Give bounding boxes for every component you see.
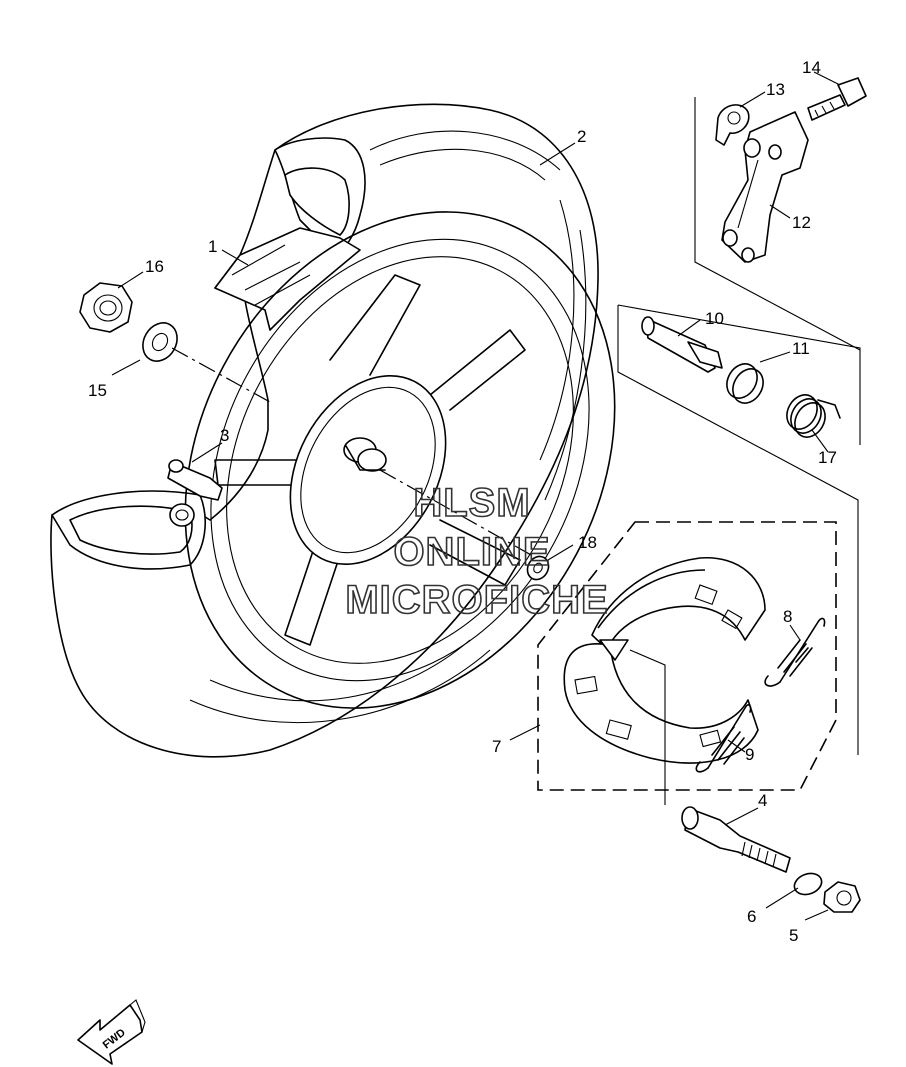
- callout-16: 16: [145, 257, 164, 276]
- axle-nut: [79, 282, 133, 333]
- callout-12: 12: [792, 213, 811, 232]
- torsion-spring: [786, 394, 841, 438]
- watermark: HLSM ONLINE MICROFICHE: [345, 480, 609, 623]
- wheel-assembly: [50, 103, 616, 758]
- lock-washer: [715, 104, 750, 146]
- forward-direction-arrow: FWD: [77, 999, 146, 1065]
- brake-shoes: [563, 557, 766, 764]
- callout-3: 3: [220, 426, 229, 445]
- callout-5: 5: [789, 926, 798, 945]
- callout-17: 17: [818, 448, 837, 467]
- callout-2: 2: [577, 127, 586, 146]
- callout-1: 1: [208, 237, 217, 256]
- valve-stem: [167, 459, 223, 527]
- watermark-line1: HLSM: [413, 481, 530, 525]
- brake-arm: [721, 111, 809, 263]
- arm-bolt: [807, 77, 867, 121]
- pin-nut: [823, 881, 861, 913]
- callout-10: 10: [705, 309, 724, 328]
- watermark-line3: MICROFICHE: [345, 578, 608, 622]
- washer: [142, 322, 178, 362]
- anchor-pin: [681, 806, 791, 873]
- callout-15: 15: [88, 381, 107, 400]
- callout-numbers: 1 2 3 4 5 6 7 8 9 10 11 12 13 14 15 16 1…: [88, 58, 837, 945]
- o-ring-small: [793, 872, 823, 896]
- return-spring-upper: [764, 617, 826, 687]
- callout-14: 14: [802, 58, 821, 77]
- group-frame-upper: [694, 97, 861, 351]
- leader-lines: [111, 71, 841, 921]
- callout-9: 9: [745, 745, 754, 764]
- brake-shoe-set-frame: [537, 521, 837, 791]
- callout-8: 8: [783, 607, 792, 626]
- return-spring-lower: [695, 704, 752, 773]
- callout-18: 18: [578, 533, 597, 552]
- camshaft: [641, 316, 723, 373]
- group-frame-middle: [617, 304, 861, 755]
- shoe-pin-washer: [526, 555, 550, 581]
- o-ring: [726, 363, 764, 404]
- callout-13: 13: [766, 80, 785, 99]
- callout-4: 4: [758, 791, 767, 810]
- tread-section: [214, 227, 361, 331]
- callout-7: 7: [492, 737, 501, 756]
- callout-6: 6: [747, 907, 756, 926]
- callout-11: 11: [792, 339, 810, 358]
- watermark-line2: ONLINE: [393, 530, 550, 574]
